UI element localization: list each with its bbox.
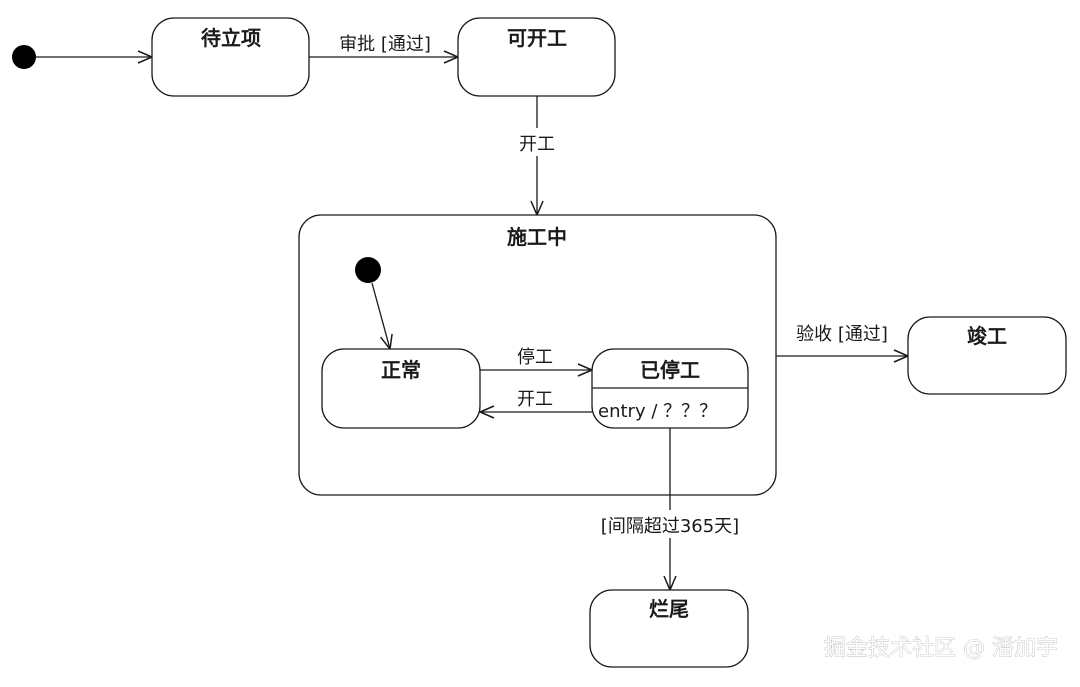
state-abandoned: 烂尾 xyxy=(589,589,749,668)
state-normal-label: 正常 xyxy=(381,358,421,382)
state-construction-label: 施工中 xyxy=(507,225,567,249)
transition-resume-label: 开工 xyxy=(517,389,553,410)
transition-start-label: 开工 xyxy=(519,134,555,155)
state-normal: 正常 xyxy=(321,348,481,429)
transition-timeout-label: [间隔超过365天] xyxy=(601,516,739,537)
state-pending: 待立项 xyxy=(151,17,310,97)
state-pending-label: 待立项 xyxy=(201,26,261,50)
transition-stop-label: 停工 xyxy=(517,347,553,368)
state-stopped: 已停工 entry / ？？？ xyxy=(591,348,749,429)
state-completed-label: 竣工 xyxy=(967,324,1007,348)
state-stopped-entry-action: entry / ？？？ xyxy=(598,401,717,422)
transition-accept-label: 验收 [通过] xyxy=(796,324,888,345)
inner-initial-state xyxy=(355,257,381,283)
transition-inner-initial xyxy=(371,282,390,349)
state-ready-label: 可开工 xyxy=(507,26,567,50)
initial-state xyxy=(12,45,36,69)
state-ready: 可开工 xyxy=(457,17,616,97)
watermark: 掘金技术社区 @ 潘加宇 xyxy=(824,636,1058,661)
state-completed: 竣工 xyxy=(907,316,1067,395)
state-stopped-label: 已停工 xyxy=(640,358,700,382)
transition-approve-label: 审批 [通过] xyxy=(339,34,431,55)
state-abandoned-label: 烂尾 xyxy=(649,597,689,621)
